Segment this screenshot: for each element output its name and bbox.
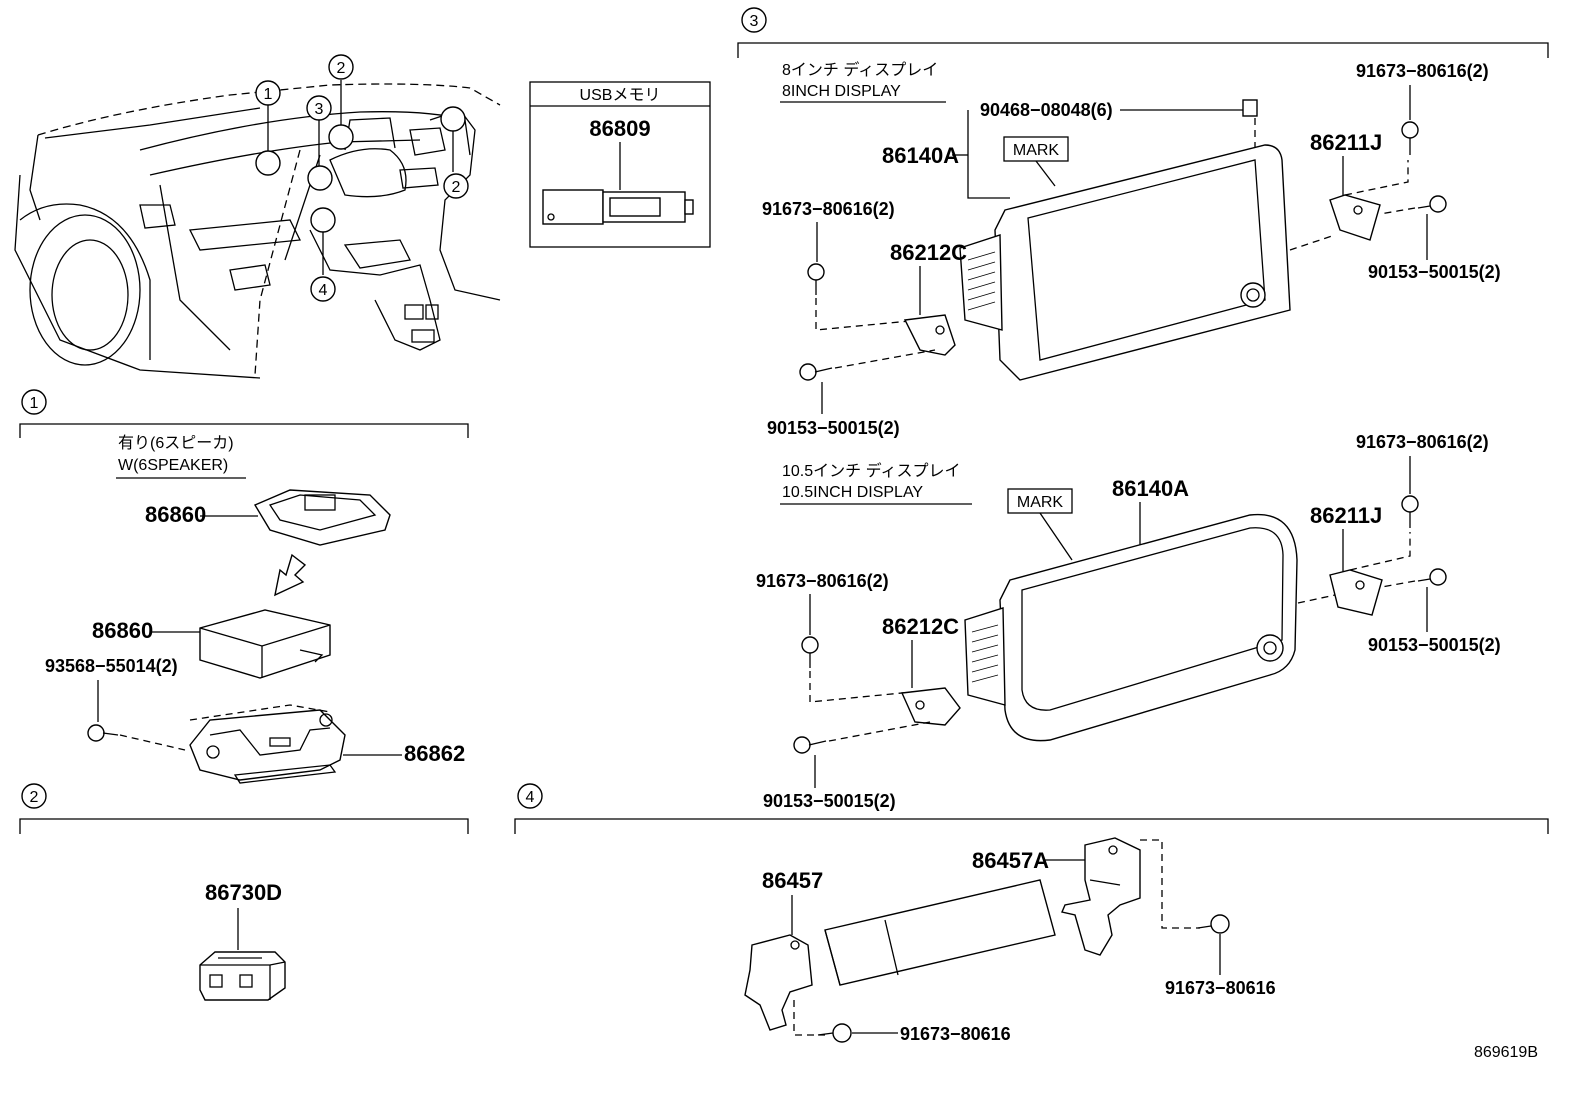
section-1-callout: 1: [30, 395, 39, 412]
part-86211J-8inch: 86211J: [1310, 130, 1382, 155]
part-86140A-8inch: 86140A: [882, 143, 959, 168]
part-90153-50015-10-right: 90153−50015(2): [1368, 635, 1501, 655]
callout-2-overview-right: 2: [443, 173, 469, 199]
svg-text:1: 1: [264, 86, 273, 103]
callout-1-overview: 1: [255, 80, 281, 106]
mark-label-10inch: MARK: [1017, 494, 1064, 511]
display-8inch-title-jp: 8インチ ディスプレイ: [782, 60, 938, 79]
part-91673-80616-10-left: 91673−80616(2): [756, 571, 889, 591]
section-3: 3: [737, 7, 1549, 58]
svg-text:4: 4: [319, 282, 328, 299]
part-90468-08048: 90468−08048(6): [980, 100, 1113, 120]
display-10inch-group: 10.5インチ ディスプレイ 10.5INCH DISPLAY MARK 861…: [756, 432, 1501, 811]
part-90153-50015-8-right: 90153−50015(2): [1368, 262, 1501, 282]
svg-text:3: 3: [315, 101, 324, 118]
part-86730D: 86730D: [205, 880, 282, 905]
svg-text:2: 2: [337, 60, 346, 77]
part-91673-80616-right: 91673−80616: [1165, 978, 1276, 998]
svg-text:2: 2: [452, 179, 461, 196]
part-86457: 86457: [762, 868, 823, 893]
section-2: 2 86730D: [19, 783, 469, 1001]
part-93568-55014: 93568−55014(2): [45, 656, 178, 676]
display-8inch-title-en: 8INCH DISPLAY: [782, 83, 901, 100]
callout-4-overview: 4: [310, 276, 336, 302]
section-2-callout: 2: [30, 789, 39, 806]
part-90153-50015-10-left: 90153−50015(2): [763, 791, 896, 811]
part-91673-80616-8-left: 91673−80616(2): [762, 199, 895, 219]
section-1-note-jp: 有り(6スピーカ): [118, 434, 234, 452]
part-90153-50015-8-left: 90153−50015(2): [767, 418, 900, 438]
part-86860-top: 86860: [145, 502, 206, 527]
part-86212C-8inch: 86212C: [890, 240, 967, 265]
section-4: 4 86457A 86457 91673−80616 91673−80616: [514, 783, 1549, 1044]
display-10inch-title-en: 10.5INCH DISPLAY: [782, 484, 923, 501]
part-86860-box: 86860: [92, 618, 153, 643]
usb-box-title: USBメモリ: [580, 87, 661, 104]
callout-2-overview-top: 2: [328, 54, 354, 80]
part-91673-80616-8-right: 91673−80616(2): [1356, 61, 1489, 81]
figure-code: 869619B: [1474, 1044, 1538, 1061]
part-86457A: 86457A: [972, 848, 1049, 873]
usb-memory-box: USBメモリ 86809: [529, 81, 711, 248]
display-8inch-group: 8インチ ディスプレイ 8INCH DISPLAY 90468−08048(6)…: [762, 60, 1501, 438]
part-86212C-10inch: 86212C: [882, 614, 959, 639]
dashboard-overview-illustration: 1 3 2 2 4: [14, 54, 501, 379]
part-86140A-10inch: 86140A: [1112, 476, 1189, 501]
part-91673-80616-bottom: 91673−80616: [900, 1024, 1011, 1044]
part-86862: 86862: [404, 741, 465, 766]
section-4-callout: 4: [526, 789, 535, 806]
section-1: 1 有り(6スピーカ) W(6SPEAKER) 86860 86860 9356…: [19, 389, 469, 784]
part-86809: 86809: [589, 116, 650, 141]
display-10inch-title-jp: 10.5インチ ディスプレイ: [782, 461, 960, 480]
mark-label-8inch: MARK: [1013, 142, 1060, 159]
section-1-note-en: W(6SPEAKER): [118, 457, 228, 474]
part-91673-80616-10-right: 91673−80616(2): [1356, 432, 1489, 452]
part-86211J-10inch: 86211J: [1310, 503, 1382, 528]
callout-3-overview: 3: [306, 95, 332, 121]
section-3-callout: 3: [750, 13, 759, 30]
